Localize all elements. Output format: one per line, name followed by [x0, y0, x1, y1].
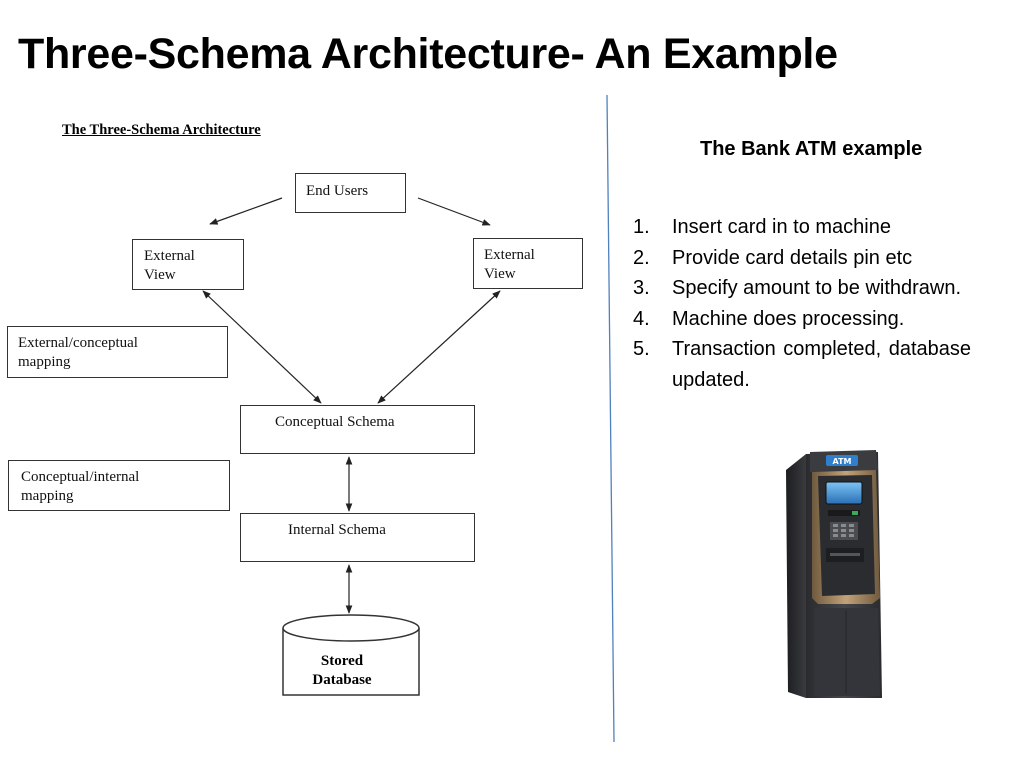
external-view-left-label: External View	[144, 248, 195, 283]
example-title: The Bank ATM example	[700, 138, 923, 160]
internal-schema-label: Internal Schema	[288, 522, 386, 538]
step-text: Machine does processing.	[672, 307, 905, 330]
external-view-right-label: External View	[484, 247, 535, 282]
arrow-left-view-conceptual	[202, 290, 322, 404]
diagram-title: The Three-Schema Architecture	[62, 122, 261, 138]
slide-title: Three-Schema Architecture- An Example	[18, 30, 838, 78]
list-item: 4. Machine does processing.	[633, 304, 971, 335]
step-text: Insert card in to machine	[672, 216, 891, 238]
steps-list: 1. Insert card in to machine 2. Provide …	[633, 212, 971, 395]
list-item: 3. Specify amount to be withdrawn.	[633, 273, 971, 304]
conceptual-schema-label: Conceptual Schema	[275, 414, 395, 430]
atm-machine-icon: ATM	[786, 450, 882, 698]
stored-database-label: Stored Database	[312, 653, 372, 688]
list-item: 2. Provide card details pin etc	[633, 243, 971, 274]
step-number: 1.	[633, 216, 650, 238]
arrow-right-view-conceptual	[377, 290, 501, 404]
conceptual-schema-box: Conceptual Schema	[240, 405, 475, 454]
step-text: Provide card details pin etc	[672, 246, 913, 269]
end-users-label: End Users	[306, 183, 369, 199]
external-view-left-box: External View	[132, 239, 244, 290]
external-conceptual-mapping-label: External/conceptual mapping	[18, 335, 138, 370]
list-item: 1. Insert card in to machine	[633, 212, 971, 243]
step-text: Transaction completed, database updated.	[672, 338, 971, 391]
arrow-end-users-to-right-view	[417, 197, 491, 226]
atm-screen-label: ATM	[833, 457, 852, 466]
arrow-end-users-to-left-view	[209, 197, 283, 225]
step-text: Specify amount to be withdrawn.	[672, 277, 962, 299]
external-conceptual-mapping-box: External/conceptual mapping	[7, 326, 228, 378]
database-cylinder-icon	[282, 614, 420, 696]
internal-schema-box: Internal Schema	[240, 513, 475, 562]
step-number: 5.	[633, 338, 650, 360]
list-item: 5. Transaction completed, database updat…	[633, 334, 971, 395]
step-number: 4.	[633, 307, 650, 330]
step-number: 3.	[633, 277, 650, 299]
conceptual-internal-mapping-box: Conceptual/internal mapping	[8, 460, 230, 511]
conceptual-internal-mapping-label: Conceptual/internal mapping	[21, 469, 140, 504]
external-view-right-box: External View	[473, 238, 583, 289]
step-number: 2.	[633, 246, 650, 269]
end-users-box: End Users	[295, 173, 406, 213]
